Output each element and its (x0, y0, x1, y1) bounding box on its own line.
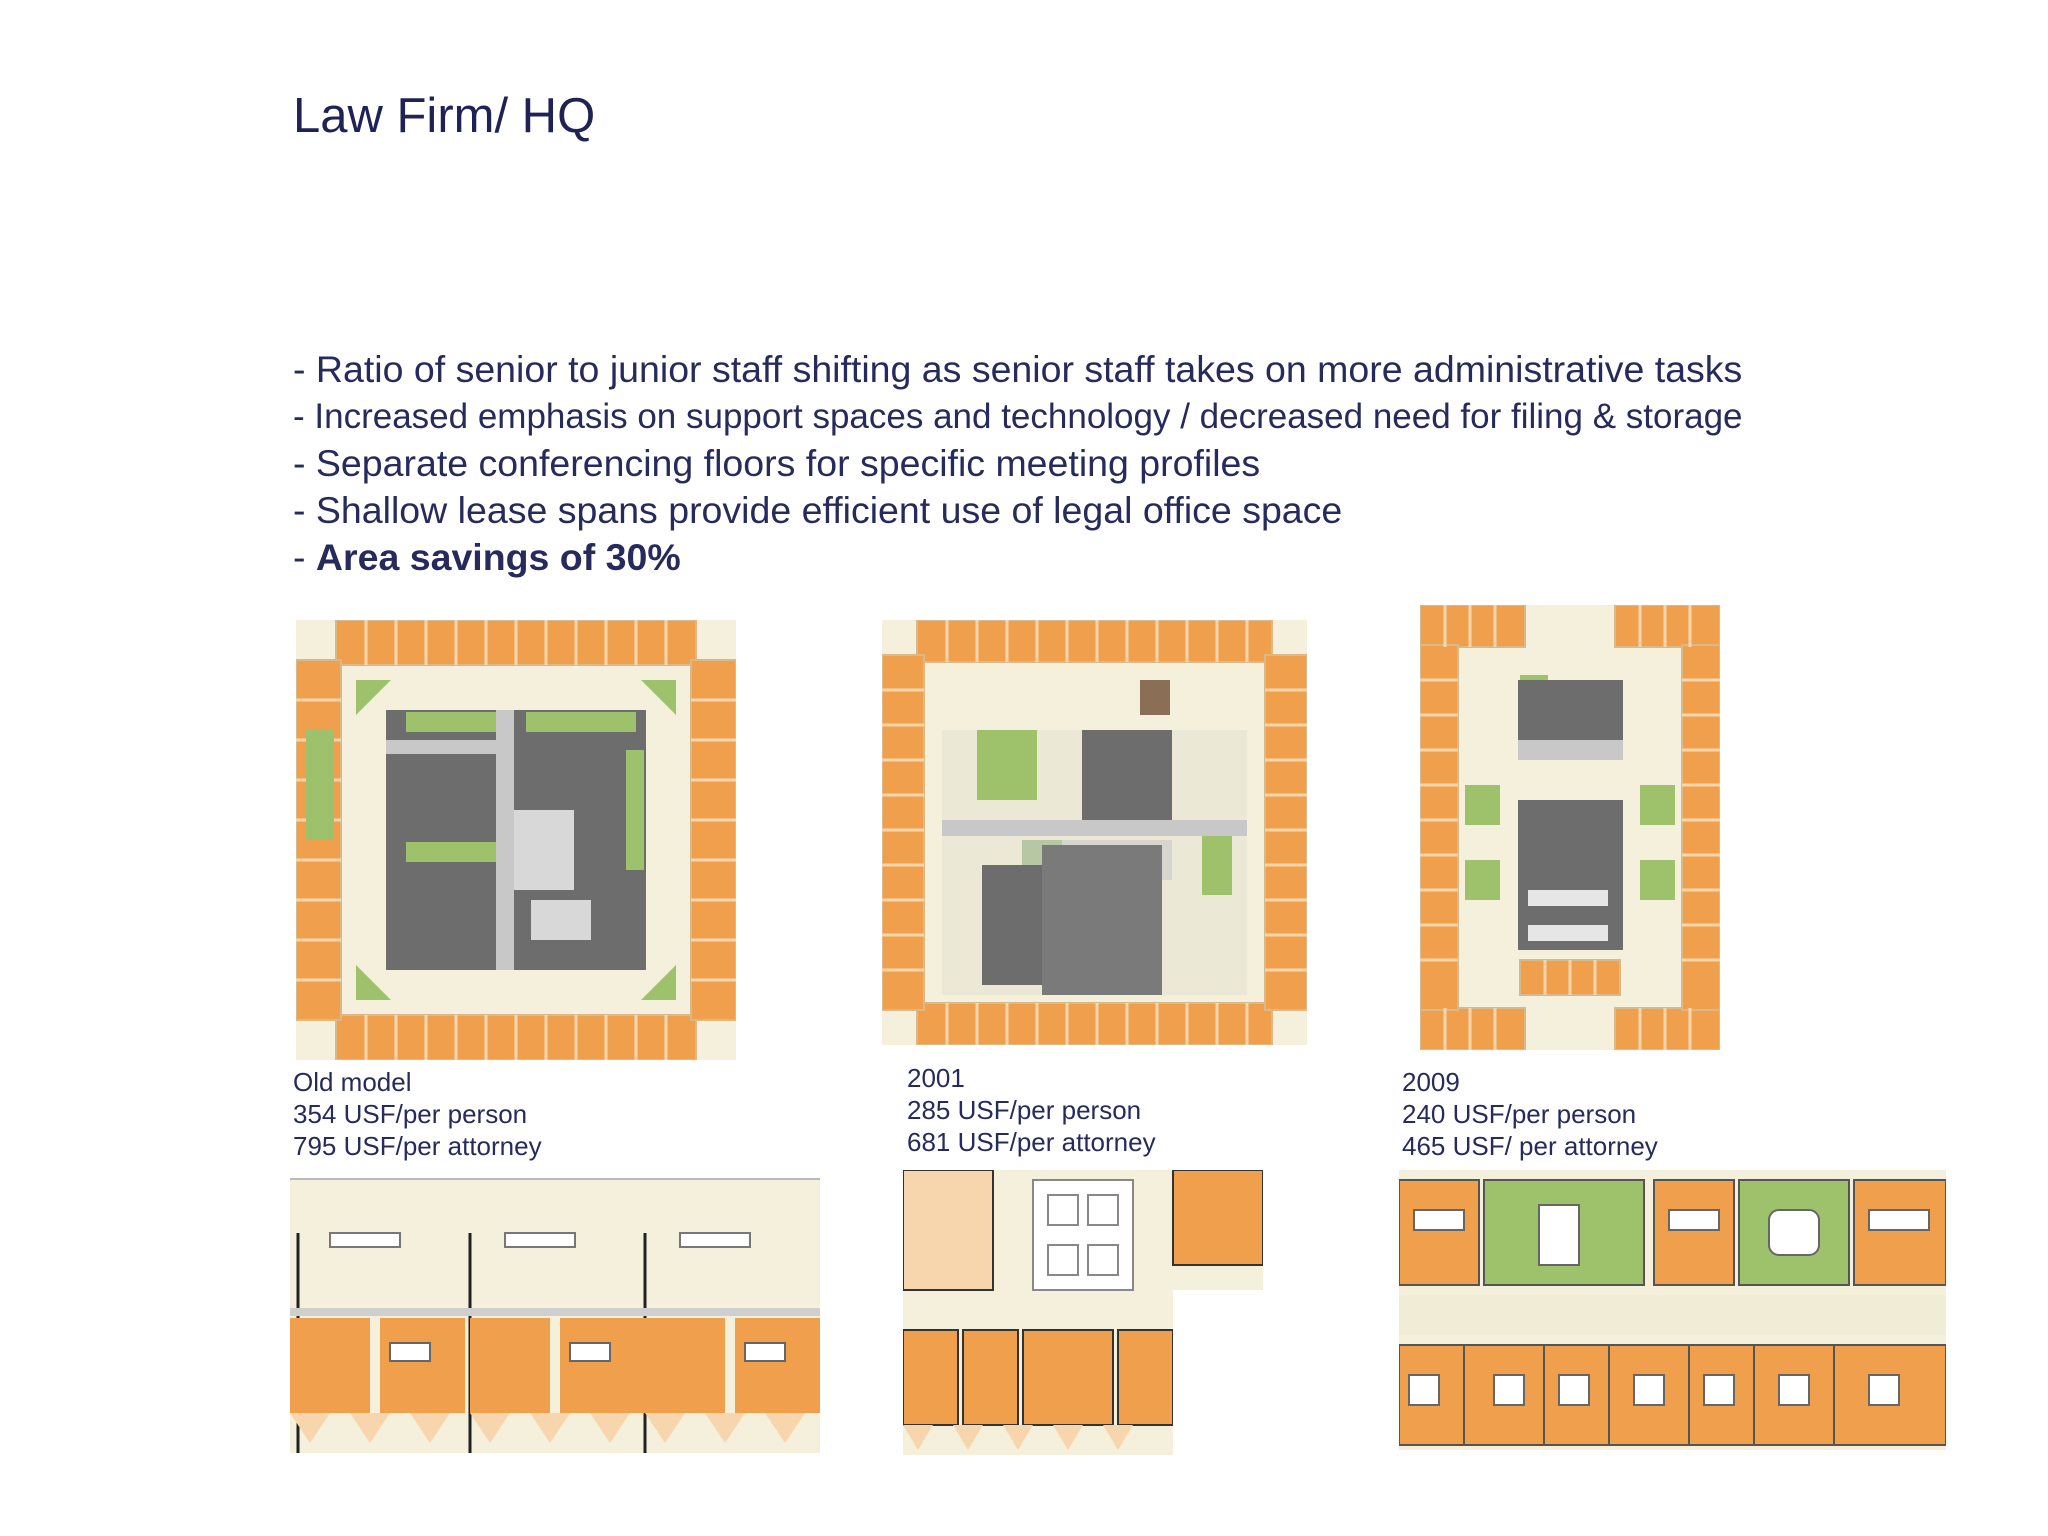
usf-per-person: 285 USF/per person (907, 1095, 1142, 1125)
usf-per-attorney: 465 USF/ per attorney (1402, 1131, 1658, 1161)
bullet-list: - Ratio of senior to junior staff shifti… (293, 346, 1893, 581)
model-label: Old model (293, 1067, 412, 1097)
detail-plan-old-model (290, 1178, 820, 1453)
floor-plan-old-model (296, 620, 736, 1060)
detail-plan-2001 (903, 1170, 1263, 1455)
slide-title: Law Firm/ HQ (293, 89, 596, 143)
usf-per-attorney: 681 USF/per attorney (907, 1127, 1156, 1157)
bullet-item: - Shallow lease spans provide efficient … (293, 489, 1343, 531)
usf-per-person: 354 USF/per person (293, 1099, 528, 1129)
floor-plan-2009 (1420, 605, 1720, 1050)
bullet-item: - Separate conferencing floors for speci… (293, 442, 1261, 484)
caption-2009: 2009 240 USF/per person 465 USF/ per att… (1402, 1066, 1658, 1162)
usf-per-person: 240 USF/per person (1402, 1099, 1637, 1129)
caption-old-model: Old model 354 USF/per person 795 USF/per… (293, 1066, 542, 1162)
model-label: 2001 (907, 1063, 965, 1093)
floor-plan-2001 (882, 620, 1307, 1045)
usf-per-attorney: 795 USF/per attorney (293, 1131, 542, 1161)
bullet-item: - Increased emphasis on support spaces a… (293, 397, 1743, 436)
caption-2001: 2001 285 USF/per person 681 USF/per atto… (907, 1062, 1156, 1158)
model-label: 2009 (1402, 1067, 1460, 1097)
detail-plan-2009 (1399, 1170, 1946, 1450)
bullet-item-bold: - Area savings of 30% (293, 536, 681, 578)
bullet-item: - Ratio of senior to junior staff shifti… (293, 348, 1743, 390)
